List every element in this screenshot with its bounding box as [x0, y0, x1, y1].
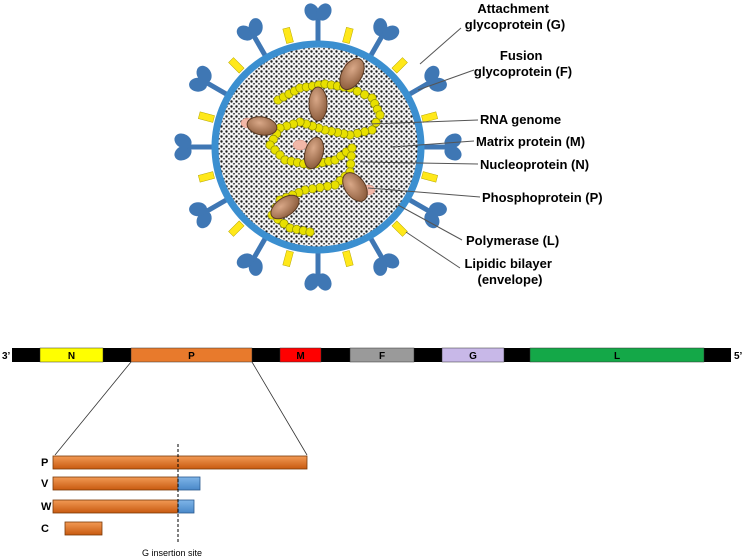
label-lipidic-bilayer: Lipidic bilayer (envelope): [464, 256, 555, 287]
gene-M: M: [279, 347, 322, 363]
gene-label: P: [188, 351, 195, 362]
gene-label: M: [296, 351, 304, 362]
attachment-glycoprotein-spike: [407, 197, 447, 229]
nucleoprotein-bead: [346, 151, 356, 161]
attachment-glycoprotein-spike: [236, 18, 268, 58]
polymerase-complexes: [246, 57, 368, 220]
g-insertion-site: G insertion site: [142, 444, 202, 558]
attachment-glycoprotein-spike: [189, 65, 229, 97]
gene-P: P: [130, 347, 253, 363]
gene-F: F: [349, 347, 415, 363]
polymerase-complex: [270, 194, 300, 220]
envelope-spikes: [174, 3, 462, 291]
nucleoprotein-bead: [360, 90, 370, 100]
nucleoprotein-bead: [371, 117, 381, 128]
polymerase-complex: [246, 116, 278, 136]
fusion-glycoprotein-spike: [228, 220, 245, 237]
nucleoprotein-bead: [322, 181, 333, 191]
label-attachment-glycoprotein: Attachment glycoprotein (G): [465, 1, 565, 32]
fusion-glycoprotein-spike: [282, 250, 294, 268]
label-polymerase: Polymerase (L): [466, 233, 559, 248]
gene-label: G: [469, 351, 477, 362]
isoform-label: W: [41, 501, 52, 513]
label-phosphoprotein: Phosphoprotein (P): [482, 190, 603, 205]
gene-label: N: [68, 351, 75, 362]
genome-map: 3’ 5’ N P M F G L: [2, 347, 743, 363]
label-nucleoprotein: Nucleoprotein (N): [480, 157, 589, 172]
polymerase-complex: [339, 57, 365, 91]
gene-G: G: [441, 347, 505, 363]
attachment-glycoprotein-spike: [189, 197, 229, 229]
attachment-glycoprotein-spike: [423, 133, 462, 161]
isoform-label: V: [41, 478, 49, 490]
gene-label: F: [379, 351, 385, 362]
isoform-unique-region: [177, 476, 201, 491]
nucleoprotein-bead: [346, 159, 356, 169]
isoform-shared-region: [64, 521, 103, 536]
label-matrix-protein: Matrix protein (M): [476, 134, 585, 149]
nucleoprotein-bead: [347, 143, 357, 153]
nucleoprotein-bead: [352, 86, 362, 96]
gene-L: L: [529, 347, 705, 363]
isoform-shared-region: [52, 455, 308, 470]
polymerase-complex: [342, 172, 368, 202]
genome-5-prime-end: 5’: [734, 351, 743, 362]
isoform-label: P: [41, 457, 48, 469]
nucleoprotein-bead: [305, 227, 315, 237]
nucleoprotein-bead: [375, 110, 385, 120]
attachment-glycoprotein-spike: [368, 236, 400, 276]
label-rna-genome: RNA genome: [480, 112, 561, 127]
protein-labels: Attachment glycoprotein (G) Fusion glyco…: [464, 1, 602, 287]
isoform-C: C: [41, 521, 103, 536]
isoform-label: C: [41, 523, 49, 535]
isoform-shared-region: [52, 476, 179, 491]
nucleoprotein-bead: [307, 184, 318, 194]
nucleoprotein-bead: [352, 128, 362, 138]
fusion-glycoprotein-spike: [391, 220, 408, 237]
fusion-glycoprotein-spike: [421, 171, 439, 183]
fusion-glycoprotein-spike: [282, 26, 294, 44]
nucleoprotein-bead: [367, 125, 377, 135]
isoform-shared-region: [52, 499, 179, 514]
fusion-glycoprotein-spike: [342, 250, 354, 268]
nucleoprotein-bead: [330, 180, 340, 190]
virion-particle: [174, 3, 462, 291]
genome-3-prime-end: 3’: [2, 351, 11, 362]
attachment-glycoprotein-spike: [174, 133, 213, 161]
fusion-glycoprotein-spike: [197, 171, 215, 183]
g-insertion-site-label: G insertion site: [142, 548, 202, 558]
gene-label: L: [614, 351, 620, 362]
polymerase-complex: [303, 136, 325, 170]
callout-lines: [359, 27, 481, 269]
attachment-glycoprotein-spike: [304, 252, 332, 291]
label-fusion-glycoprotein: Fusion glycoprotein (F): [474, 48, 572, 79]
fusion-glycoprotein-spike: [421, 111, 439, 123]
p-gene-expansion-lines: [54, 361, 308, 456]
attachment-glycoprotein-spike: [236, 236, 268, 276]
polymerase-complex: [308, 86, 328, 122]
gene-N: N: [39, 347, 104, 363]
isoform-P: P: [41, 455, 308, 470]
fusion-glycoprotein-spike: [228, 57, 245, 74]
nucleoprotein-bead: [360, 127, 370, 137]
nucleoprotein-bead: [315, 182, 325, 193]
isoform-unique-region: [177, 499, 195, 514]
attachment-glycoprotein-spike: [304, 3, 332, 42]
isoform-W: W: [41, 499, 195, 514]
phosphoprotein-blob: [292, 139, 308, 151]
fusion-glycoprotein-spike: [391, 57, 408, 74]
fusion-glycoprotein-spike: [342, 26, 354, 44]
isoform-V: V: [41, 476, 201, 491]
fusion-glycoprotein-spike: [197, 111, 215, 123]
attachment-glycoprotein-spike: [368, 18, 400, 58]
